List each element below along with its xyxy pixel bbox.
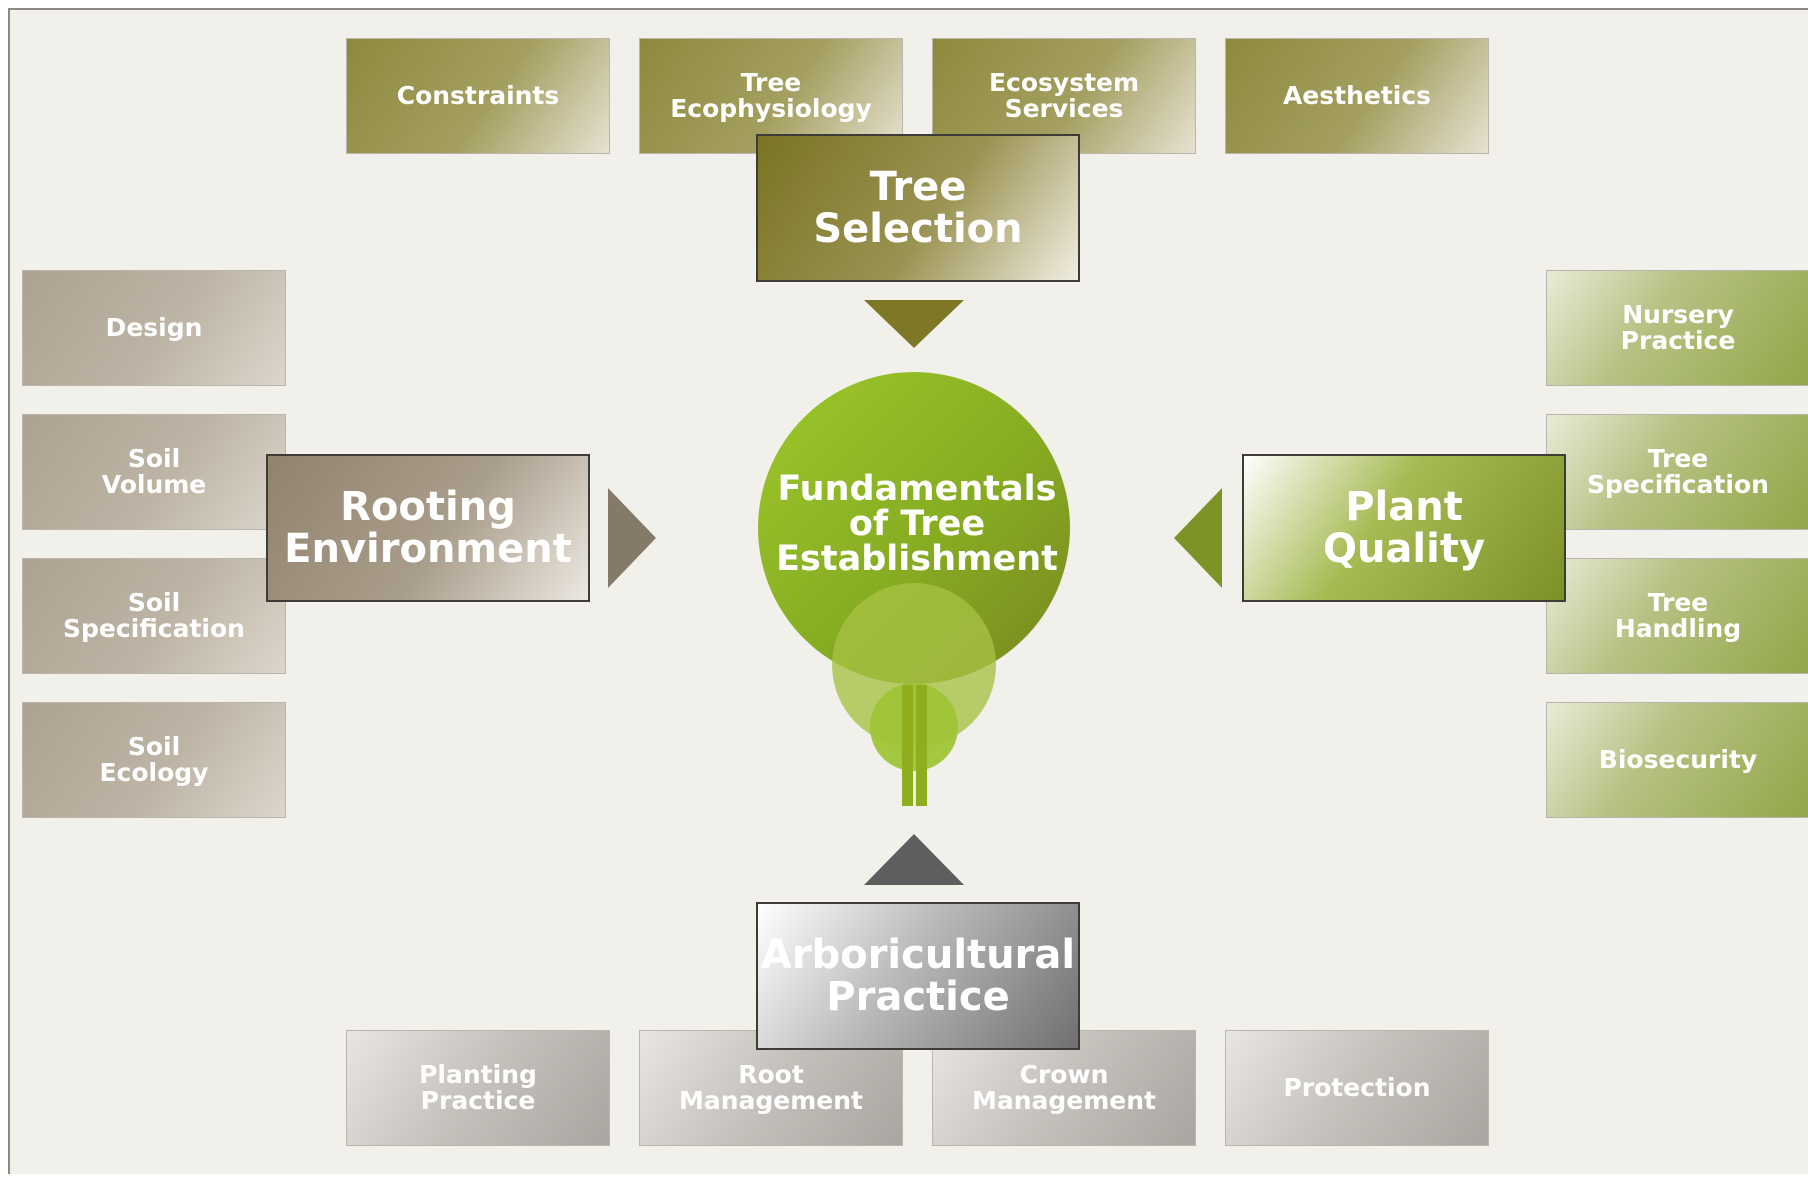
right-arrow-icon (608, 488, 656, 588)
tree-selection-box: Tree Selection (756, 134, 1080, 282)
tree-trunk-right (916, 685, 927, 806)
tree-selection-item-constraints: Constraints (346, 38, 610, 154)
plant-quality-item-tree-specification: Tree Specification (1546, 414, 1808, 530)
plant-quality-item-nursery-practice: Nursery Practice (1546, 270, 1808, 386)
plant-quality-box: Plant Quality (1242, 454, 1566, 602)
rooting-item-soil-specification: Soil Specification (22, 558, 286, 674)
up-arrow-icon (864, 834, 964, 885)
rooting-item-soil-volume: Soil Volume (22, 414, 286, 530)
tree-selection-item-aesthetics: Aesthetics (1225, 38, 1489, 154)
center-title: Fundamentals of Tree Establishment (776, 469, 1058, 579)
arboricultural-item-planting-practice: Planting Practice (346, 1030, 610, 1146)
rooting-environment-box: Rooting Environment (266, 454, 590, 602)
tree-mid-circle (832, 583, 996, 747)
tree-icon (758, 372, 1070, 806)
tree-trunk-left (902, 685, 913, 806)
arboricultural-item-crown-management: Crown Management (932, 1030, 1196, 1146)
plant-quality-item-biosecurity: Biosecurity (1546, 702, 1808, 818)
arboricultural-item-protection: Protection (1225, 1030, 1489, 1146)
rooting-item-design: Design (22, 270, 286, 386)
rooting-item-soil-ecology: Soil Ecology (22, 702, 286, 818)
left-arrow-icon (1174, 488, 1222, 588)
arboricultural-practice-box: Arboricultural Practice (756, 902, 1080, 1050)
tree-small-circle (870, 683, 958, 771)
plant-quality-item-tree-handling: Tree Handling (1546, 558, 1808, 674)
down-arrow-icon (864, 300, 964, 348)
tree-canopy-circle (758, 372, 1070, 684)
